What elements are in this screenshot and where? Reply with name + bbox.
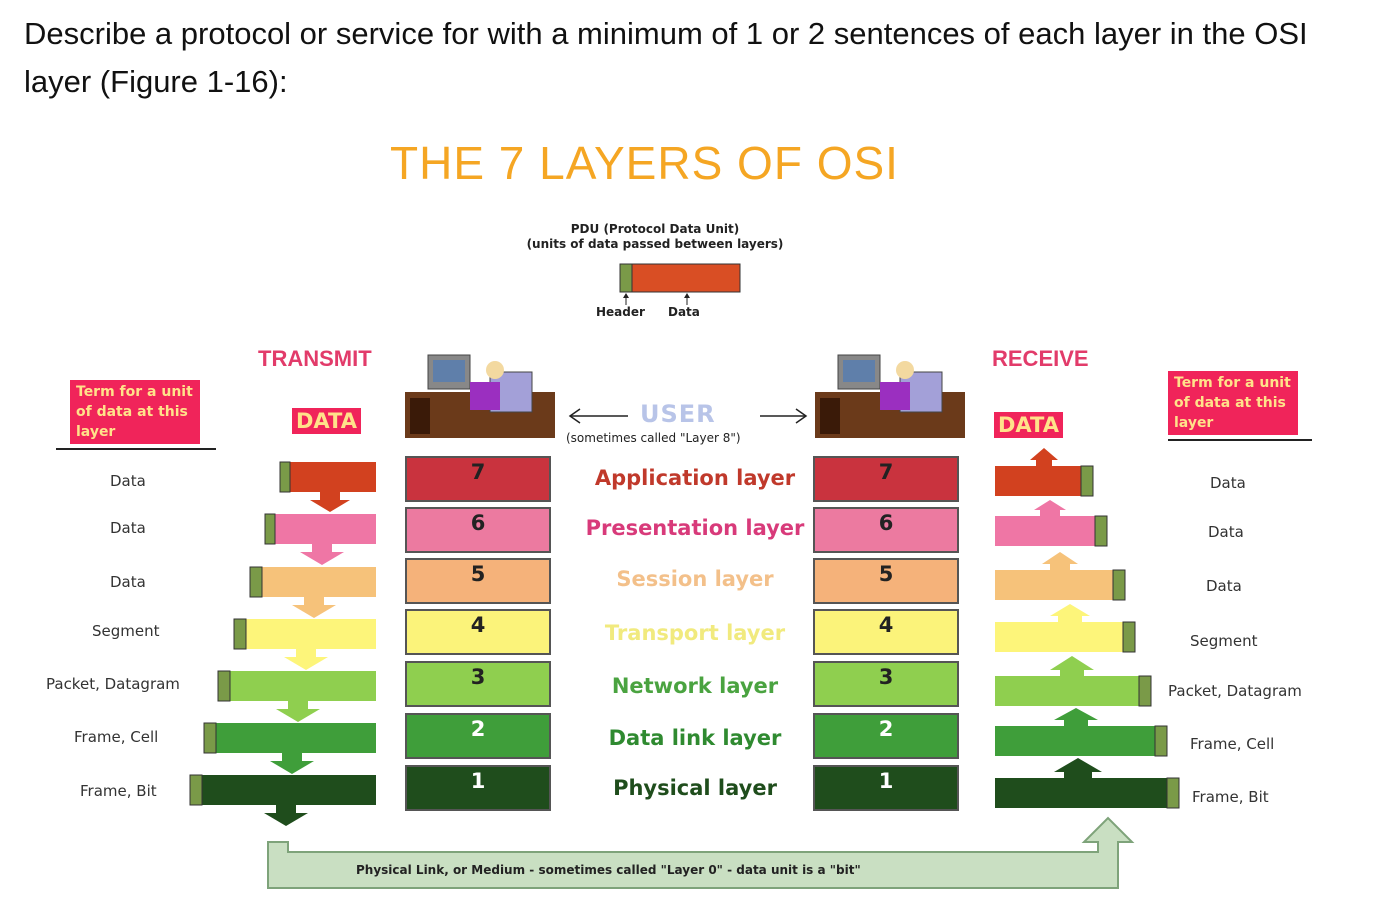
layer-number-right: 6	[813, 507, 959, 553]
layer-name: Physical layer	[613, 776, 777, 800]
layer-number-left: 1	[405, 765, 551, 811]
layer-name: Application layer	[594, 466, 796, 490]
receive-computer-icon	[815, 354, 965, 438]
layer-name: Presentation layer	[585, 516, 805, 540]
layer-number-left: 4	[405, 609, 551, 655]
unit-label-left: Data	[110, 472, 146, 490]
transmit-stair-bars	[189, 461, 376, 826]
user-label: USER	[640, 400, 716, 428]
layer-number-left: 7	[405, 456, 551, 502]
layer-number-left: 5	[405, 558, 551, 604]
user-arrows	[568, 408, 808, 424]
layer-number-right: 1	[813, 765, 959, 811]
pdu-caption-line1: PDU (Protocol Data Unit)	[570, 222, 740, 236]
layer-name: Network layer	[611, 674, 779, 698]
unit-label-right: Segment	[1190, 632, 1258, 650]
layer-number-left: 6	[405, 507, 551, 553]
layer-name: Session layer	[616, 567, 774, 591]
transmit-heading: TRANSMIT	[258, 346, 372, 371]
unit-label-left: Frame, Bit	[80, 782, 157, 800]
layer-number-right: 4	[813, 609, 959, 655]
unit-label-left: Data	[110, 573, 146, 591]
pdu-caption: PDU (Protocol Data Unit) (units of data …	[500, 222, 810, 252]
unit-label-right: Frame, Cell	[1190, 735, 1275, 753]
layer-number-right: 7	[813, 456, 959, 502]
unit-label-right: Data	[1206, 577, 1242, 595]
receive-stair-bars	[995, 448, 1180, 809]
pdu-caption-line2: (units of data passed between layers)	[526, 237, 784, 251]
layer-number-left: 2	[405, 713, 551, 759]
layer-number-right: 3	[813, 661, 959, 707]
user-note: (sometimes called "Layer 8")	[566, 431, 741, 445]
question-text: Describe a protocol or service for with …	[24, 16, 1308, 99]
data-tag-transmit: DATA	[292, 408, 362, 434]
diagram-title: THE 7 LAYERS OF OSI	[390, 137, 899, 189]
unit-label-right: Packet, Datagram	[1168, 682, 1302, 700]
unit-label-right: Data	[1210, 474, 1246, 492]
term-box-left: Term for a unit of data at this layer	[70, 380, 200, 444]
unit-label-right: Data	[1208, 523, 1244, 541]
pdu-header-label: Header	[596, 305, 645, 319]
unit-label-left: Segment	[92, 622, 160, 640]
layer-number-right: 5	[813, 558, 959, 604]
physical-medium-arrow	[267, 816, 1135, 889]
unit-label-right: Frame, Bit	[1192, 788, 1269, 806]
layer-number-left: 3	[405, 661, 551, 707]
unit-label-left: Data	[110, 519, 146, 537]
layer-name: Transport layer	[604, 621, 786, 645]
term-box-right: Term for a unit of data at this layer	[1168, 371, 1298, 435]
receive-heading: RECEIVE	[992, 346, 1089, 371]
layer-number-right: 2	[813, 713, 959, 759]
pdu-data-label: Data	[668, 305, 700, 319]
physical-medium-label: Physical Link, or Medium - sometimes cal…	[356, 863, 861, 877]
data-tag-receive: DATA	[994, 412, 1064, 438]
pdu-bar	[619, 263, 741, 305]
transmit-computer-icon	[405, 354, 555, 438]
unit-label-left: Packet, Datagram	[46, 675, 180, 693]
layer-name: Data link layer	[608, 726, 782, 750]
unit-label-left: Frame, Cell	[74, 728, 159, 746]
